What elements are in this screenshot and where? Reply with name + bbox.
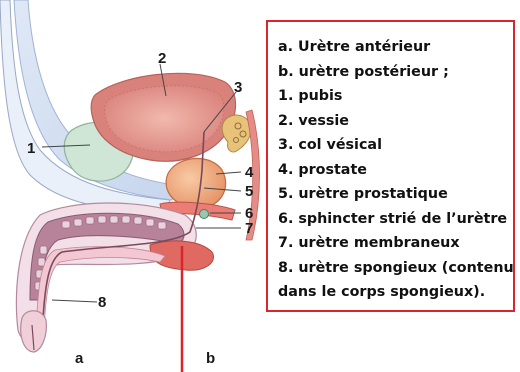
- callout-1: 1: [27, 140, 35, 157]
- legend-box: a. Urètre antérieur b. urètre postérieur…: [266, 20, 515, 312]
- legend-item-6: 6. sphincter strié de l’urètre: [278, 207, 507, 232]
- legend-item-3: 3. col vésical: [278, 133, 507, 158]
- external-sphincter: [200, 210, 209, 219]
- legend-item-5: 5. urètre prostatique: [278, 182, 507, 207]
- legend-item-4: 4. prostate: [278, 158, 507, 183]
- legend-item-b: b. urètre postérieur ;: [278, 60, 507, 85]
- legend-item-7: 7. urètre membraneux: [278, 231, 507, 256]
- callout-5: 5: [245, 183, 253, 200]
- legend-item-8: 8. urètre spongieux (contenu: [278, 256, 507, 281]
- legend-item-2: 2. vessie: [278, 109, 507, 134]
- legend-item-8-continued: dans le corps spongieux).: [278, 280, 507, 305]
- sublabel-b: b: [206, 350, 215, 367]
- seminal-vesicle: [222, 115, 251, 152]
- callout-8: 8: [98, 294, 106, 311]
- prostate: [166, 158, 226, 208]
- callout-7: 7: [245, 220, 253, 237]
- legend-item-1: 1. pubis: [278, 84, 507, 109]
- callout-2: 2: [158, 50, 166, 67]
- legend-item-a: a. Urètre antérieur: [278, 35, 507, 60]
- sublabel-a: a: [75, 350, 84, 367]
- callout-3: 3: [234, 79, 242, 96]
- callout-4: 4: [245, 164, 254, 181]
